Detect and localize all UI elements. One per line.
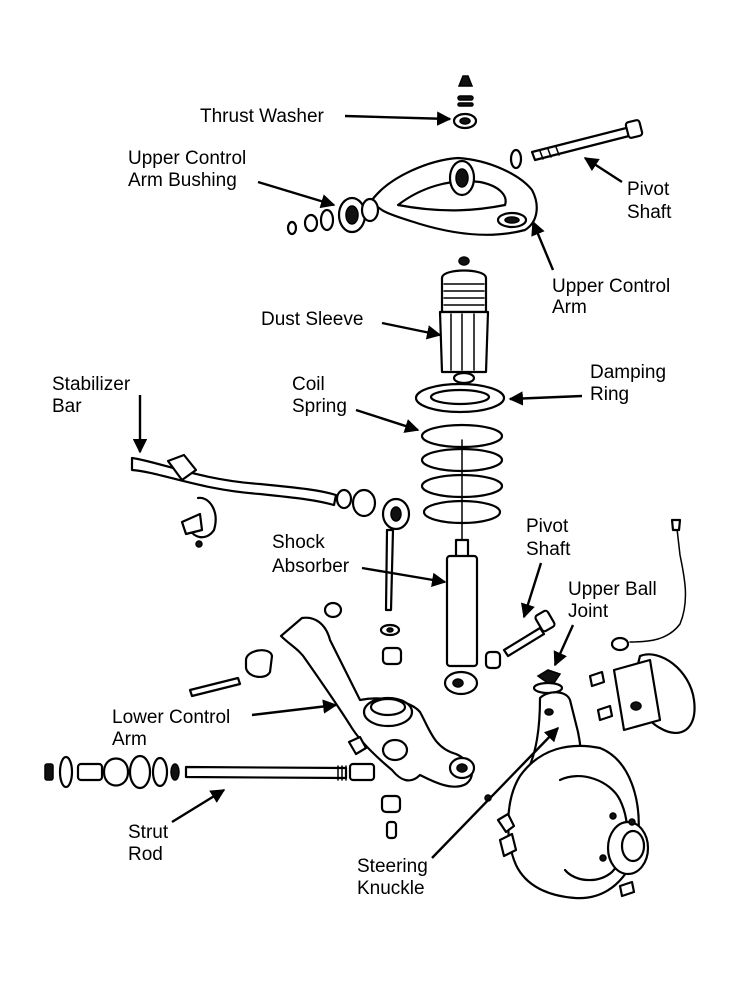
lower-control-arm-part bbox=[188, 601, 476, 788]
label-upper-control-arm-line2: Arm bbox=[552, 297, 587, 318]
damping-ring-part bbox=[414, 382, 506, 414]
upper-ball-joint-part bbox=[532, 669, 564, 695]
label-steering-knuckle: Steering bbox=[357, 856, 428, 877]
leader-damping-ring bbox=[508, 391, 583, 406]
leader-pivot-shaft-lower bbox=[521, 562, 543, 619]
leader-thrust-washer bbox=[344, 111, 452, 126]
label-dust-sleeve: Dust Sleeve bbox=[261, 309, 363, 330]
leader-dust-sleeve bbox=[381, 321, 442, 340]
labels: Thrust Washer Upper Control Arm Bushing … bbox=[52, 106, 672, 899]
label-thrust-washer: Thrust Washer bbox=[200, 106, 325, 127]
label-stabilizer-bar: Stabilizer bbox=[52, 374, 131, 395]
leader-shock-absorber bbox=[361, 566, 447, 587]
label-coil-spring-line2: Spring bbox=[292, 396, 347, 417]
label-upper-ball-joint-line2: Joint bbox=[568, 601, 609, 622]
label-coil-spring: Coil bbox=[292, 374, 325, 395]
coil-spring-part bbox=[420, 423, 504, 546]
label-shock-absorber-line2: Absorber bbox=[272, 556, 350, 577]
label-lower-control-arm: Lower Control bbox=[112, 707, 230, 728]
label-pivot-shaft-top-line2: Shaft bbox=[627, 202, 672, 223]
label-strut-rod-line2: Rod bbox=[128, 844, 163, 865]
upper-control-arm-part bbox=[370, 156, 538, 236]
leader-lower-control-arm bbox=[251, 699, 338, 717]
label-pivot-shaft-top: Pivot bbox=[627, 179, 670, 200]
leader-upper-control-arm bbox=[531, 220, 555, 271]
label-damping-ring-line2: Ring bbox=[590, 384, 629, 405]
thrust-washer-part bbox=[452, 112, 478, 130]
label-strut-rod: Strut bbox=[128, 822, 169, 843]
small-bolt bbox=[347, 735, 368, 756]
label-shock-absorber: Shock bbox=[272, 532, 325, 553]
pivot-shaft-lower-part bbox=[484, 609, 556, 670]
label-pivot-shaft-lower-line2: Shaft bbox=[526, 539, 571, 560]
label-upper-control-arm-bushing: Upper Control bbox=[128, 148, 246, 169]
label-upper-control-arm: Upper Control bbox=[552, 276, 670, 297]
upper-arm-bushing-part bbox=[286, 196, 380, 236]
label-steering-knuckle-line2: Knuckle bbox=[357, 878, 425, 899]
label-upper-ball-joint: Upper Ball bbox=[568, 579, 657, 600]
dust-sleeve-part bbox=[438, 256, 490, 385]
label-lower-control-arm-line2: Arm bbox=[112, 729, 147, 750]
steering-knuckle-part bbox=[484, 691, 650, 900]
leader-pivot-shaft-top bbox=[583, 156, 623, 184]
stabilizer-bar-part bbox=[130, 453, 411, 666]
pivot-shaft-top-part bbox=[509, 119, 644, 170]
label-damping-ring: Damping bbox=[590, 362, 666, 383]
brake-caliper-part bbox=[588, 518, 696, 734]
label-pivot-shaft-lower: Pivot bbox=[526, 516, 569, 537]
shock-absorber-part bbox=[443, 538, 479, 696]
label-stabilizer-bar-line2: Bar bbox=[52, 396, 82, 417]
leader-upper-arm-bushing bbox=[257, 180, 336, 209]
top-nut bbox=[457, 75, 474, 107]
label-upper-control-arm-bushing-line2: Arm Bushing bbox=[128, 170, 237, 191]
leader-upper-ball-joint bbox=[553, 624, 575, 667]
leader-coil-spring bbox=[355, 408, 420, 433]
leader-steering-knuckle bbox=[431, 726, 560, 859]
leader-strut-rod bbox=[171, 788, 226, 824]
leader-lines bbox=[132, 111, 623, 859]
strut-rod-part bbox=[44, 754, 402, 840]
